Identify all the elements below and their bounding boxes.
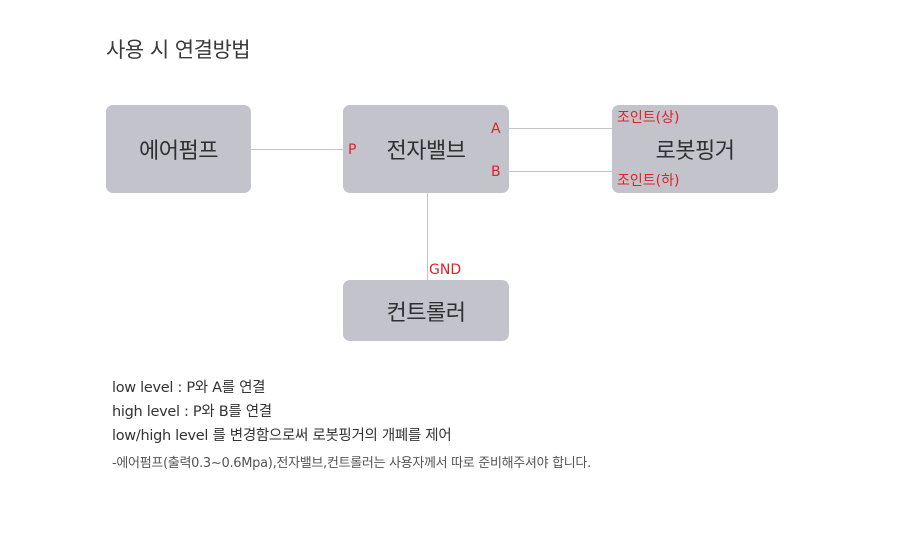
note-low-level: low level : P와 A를 연결 <box>112 380 266 396</box>
port-a-connector <box>509 128 612 129</box>
air-pump-label: 에어펌프 <box>139 139 218 164</box>
air-pump-box: 에어펌프 <box>106 105 251 193</box>
port-a-label: A <box>491 121 501 137</box>
joint-down-label: 조인트(하) <box>617 173 680 189</box>
note-control: low/high level 를 변경함으로써 로봇핑거의 개폐를 제어 <box>112 428 452 444</box>
footnote: -에어펌프(출력0.3~0.6Mpa),전자밸브,컨트롤러는 사용자께서 따로 … <box>112 456 591 471</box>
controller-box: 컨트롤러 <box>343 280 509 341</box>
solenoid-valve-label: 전자밸브 <box>386 139 466 164</box>
page-title: 사용 시 연결방법 <box>106 38 251 62</box>
port-p-label: P <box>348 142 357 158</box>
port-b-connector <box>509 171 612 172</box>
port-gnd-label: GND <box>429 262 462 278</box>
notes-block: low level : P와 A를 연결 high level : P와 B를 … <box>112 376 591 471</box>
robot-finger-box: 로봇핑거 <box>612 105 778 193</box>
port-b-label: B <box>491 164 501 180</box>
solenoid-valve-box: 전자밸브 <box>343 105 509 193</box>
joint-up-label: 조인트(상) <box>617 110 680 126</box>
note-high-level: high level : P와 B를 연결 <box>112 404 272 420</box>
pump-valve-connector <box>251 149 343 150</box>
gnd-connector <box>427 193 428 280</box>
robot-finger-label: 로봇핑거 <box>655 139 735 164</box>
controller-label: 컨트롤러 <box>386 300 466 326</box>
